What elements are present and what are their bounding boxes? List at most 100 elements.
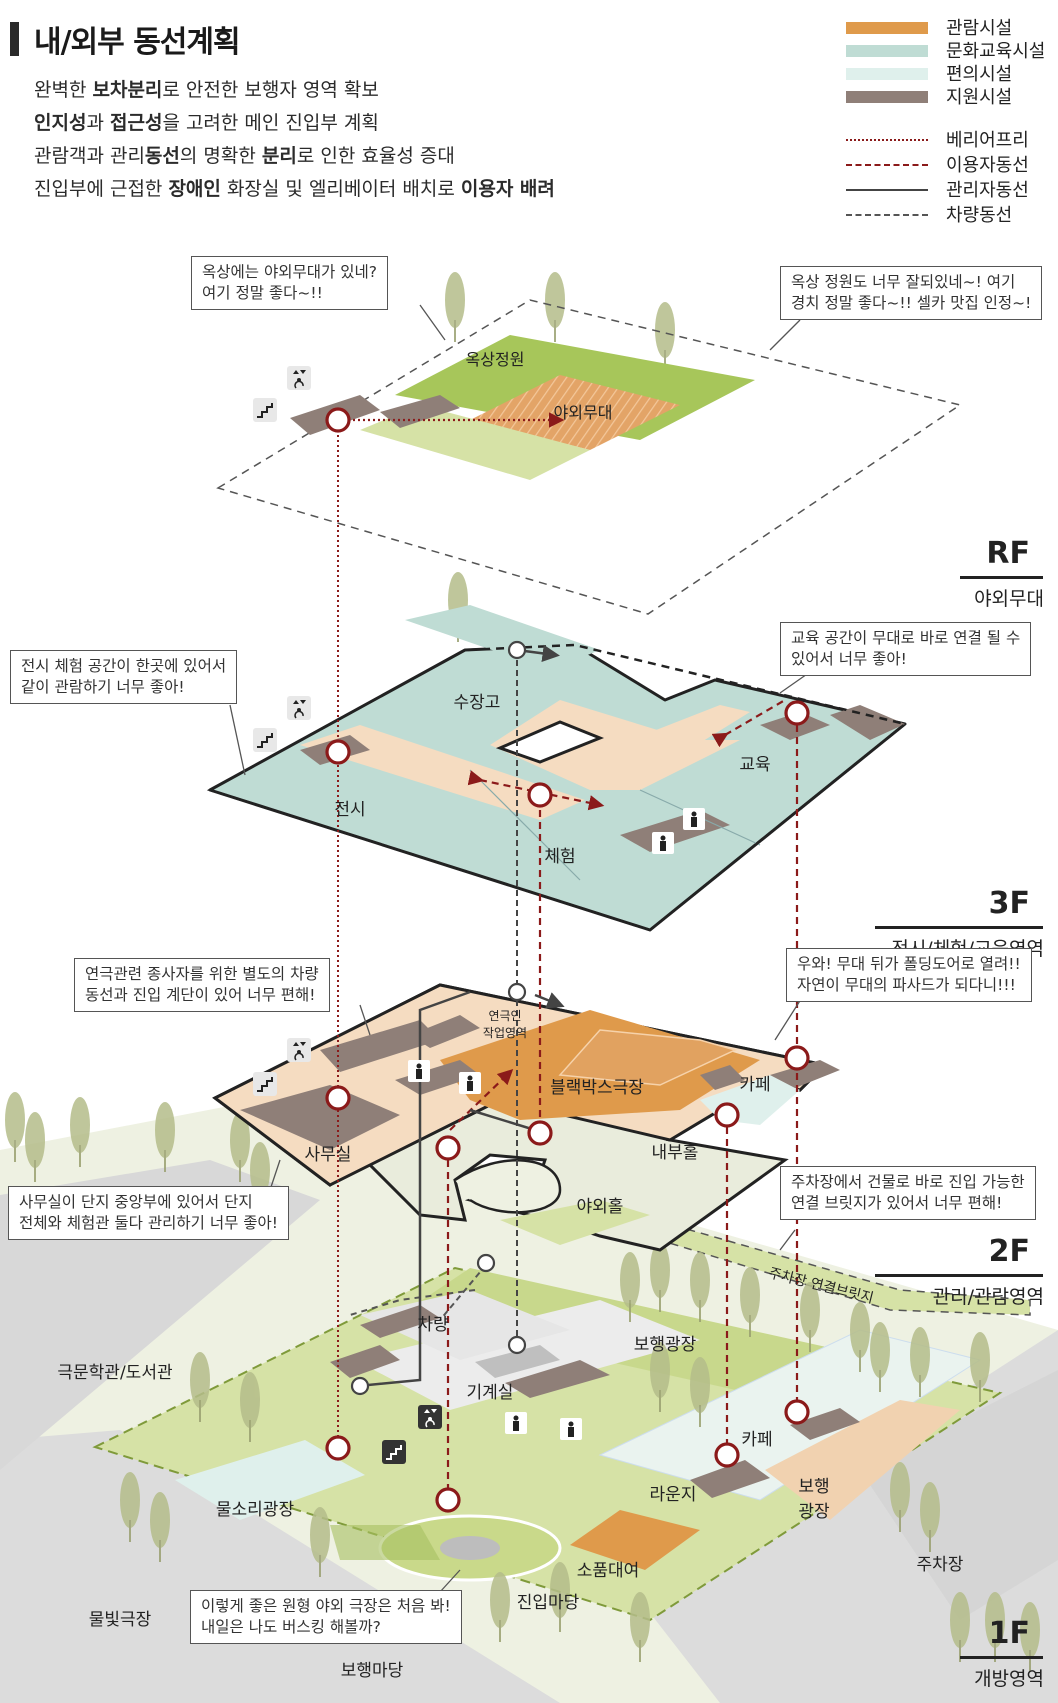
tree xyxy=(250,1142,270,1198)
floor-number: 3F xyxy=(988,886,1030,921)
intro-emphasis: 인지성 xyxy=(34,112,87,134)
intro-text-run: 을 고려한 메인 진입부 계획 xyxy=(162,112,379,134)
route-node xyxy=(325,407,351,433)
restroom-icon xyxy=(505,1412,527,1434)
bubble-line: 내일은 나도 버스킹 해볼까? xyxy=(201,1618,381,1636)
stairs-icon xyxy=(253,398,277,422)
elevator-icon xyxy=(287,366,311,390)
intro-line: 진입부에 근접한 장애인 화장실 및 엘리베이터 배치로 이용자 배려 xyxy=(34,173,555,206)
ground-context xyxy=(0,1100,1058,1703)
intro-text-run: 과 xyxy=(86,112,110,134)
restroom-icon xyxy=(652,832,674,854)
intro-text-run: 완벽한 xyxy=(34,79,93,101)
tree xyxy=(910,1327,930,1383)
page-title: 내/외부 동선계획 xyxy=(34,25,241,60)
speech-bubble-theater: 이렇게 좋은 원형 야외 극장은 처음 봐! 내일은 나도 버스킹 해볼까? xyxy=(190,1590,462,1644)
intro-emphasis: 이용자 배려 xyxy=(460,178,555,200)
route-node xyxy=(435,1487,461,1513)
tree xyxy=(1020,1602,1040,1658)
space-label-f2-hall: 내부홀 xyxy=(652,1143,699,1163)
bubble-line: 이렇게 좋은 원형 야외 극장은 처음 봐! xyxy=(201,1597,451,1615)
space-label-f1-wplaza1: 보행 xyxy=(798,1477,829,1497)
space-label-f1-entry: 진입마당 xyxy=(517,1593,580,1613)
tree xyxy=(650,1342,670,1398)
speech-bubble-2f-right: 우와! 무대 뒤가 폴딩도어로 열려!!자연이 무대의 파사드가 되다니!!! xyxy=(786,948,1032,1002)
space-label-f2-office: 사무실 xyxy=(305,1145,352,1165)
route-node xyxy=(476,1253,496,1273)
tree xyxy=(620,1252,640,1308)
legend-label: 베리어프리 xyxy=(946,130,1029,151)
tree xyxy=(155,1102,175,1158)
legend-swatch xyxy=(846,22,928,34)
bubble-pointer xyxy=(439,1569,461,1593)
legend-line-sample xyxy=(846,139,928,141)
space-label-rf-garden: 옥상정원 xyxy=(466,350,525,369)
space-label-f3-storage: 수장고 xyxy=(454,693,501,713)
legend-label: 지원시설 xyxy=(946,87,1013,108)
space-label-ctx-library: 극문학관/도서관 xyxy=(57,1363,172,1383)
intro-text-run: 화장실 및 엘리베이터 배치로 xyxy=(220,178,461,200)
bubble-pointer xyxy=(419,304,446,341)
route-node xyxy=(784,1045,810,1071)
title-marker xyxy=(10,22,19,56)
intro-text-run: 관람객과 관리 xyxy=(34,145,145,167)
intro-emphasis: 접근성 xyxy=(109,112,163,134)
legend-label: 편의시설 xyxy=(946,64,1013,85)
bubble-pointer xyxy=(269,1159,281,1191)
restroom-icon xyxy=(459,1072,481,1094)
space-label-f1-car: 차량 xyxy=(417,1315,449,1335)
tree xyxy=(25,1112,45,1168)
legend-swatch xyxy=(846,91,928,103)
route-node xyxy=(350,1376,370,1396)
intro-text-run: 의 명확한 xyxy=(179,145,262,167)
bubble-line: 같이 관람하기 너무 좋아! xyxy=(21,678,185,696)
tree xyxy=(870,1322,890,1378)
space-label-f1-cafe: 카페 xyxy=(741,1430,772,1450)
bubble-line: 자연이 무대의 파사드가 되다니!!! xyxy=(797,976,1016,994)
legend-swatch xyxy=(846,68,928,80)
bubble-line: 주차장에서 건물로 바로 진입 가능한 xyxy=(791,1173,1025,1191)
space-label-f1-mech: 기계실 xyxy=(467,1383,514,1403)
tree xyxy=(545,272,565,328)
bubble-line: 있어서 너무 좋아! xyxy=(791,650,907,668)
space-label-f1-rental: 소품대여 xyxy=(577,1561,640,1581)
floor-subtitle: 야외무대 xyxy=(974,588,1044,610)
tree xyxy=(190,1352,210,1408)
intro-text-run: 로 인한 효율성 증대 xyxy=(296,145,455,167)
space-label-ctx-walk: 보행마당 xyxy=(341,1661,404,1681)
bubble-line: 여기 정말 좋다~!! xyxy=(202,284,323,302)
floor-rule xyxy=(875,926,1043,929)
route-node xyxy=(325,1085,351,1111)
tree xyxy=(150,1492,170,1548)
bubble-pointer xyxy=(769,319,801,351)
bubble-line: 사무실이 단지 중앙부에 있어서 단지 xyxy=(19,1193,253,1211)
floor-rule xyxy=(875,1274,1043,1277)
intro-line: 관람객과 관리동선의 명확한 분리로 인한 효율성 증대 xyxy=(34,140,555,173)
stairs-icon xyxy=(253,728,277,752)
tree xyxy=(800,1282,820,1338)
bubble-line: 전시 체험 공간이 한곳에 있어서 xyxy=(21,657,227,675)
stairs-icon xyxy=(382,1440,406,1464)
route-node xyxy=(507,982,527,1002)
legend-swatch xyxy=(846,45,928,57)
elevator-icon xyxy=(287,1038,311,1062)
tree xyxy=(690,1357,710,1413)
route-node xyxy=(507,640,527,660)
tree xyxy=(70,1097,90,1153)
route-node xyxy=(527,782,553,808)
elevator-icon xyxy=(418,1405,442,1429)
tree xyxy=(550,1562,570,1618)
legend-line-sample xyxy=(846,164,928,166)
space-label-f1-wplaza2: 광장 xyxy=(798,1502,830,1522)
intro-emphasis: 장애인 xyxy=(168,178,221,200)
legend-line-sample xyxy=(846,214,928,216)
space-label-f1-plaza: 보행광장 xyxy=(634,1335,697,1355)
restroom-icon xyxy=(560,1418,582,1440)
tree xyxy=(985,1592,1005,1648)
